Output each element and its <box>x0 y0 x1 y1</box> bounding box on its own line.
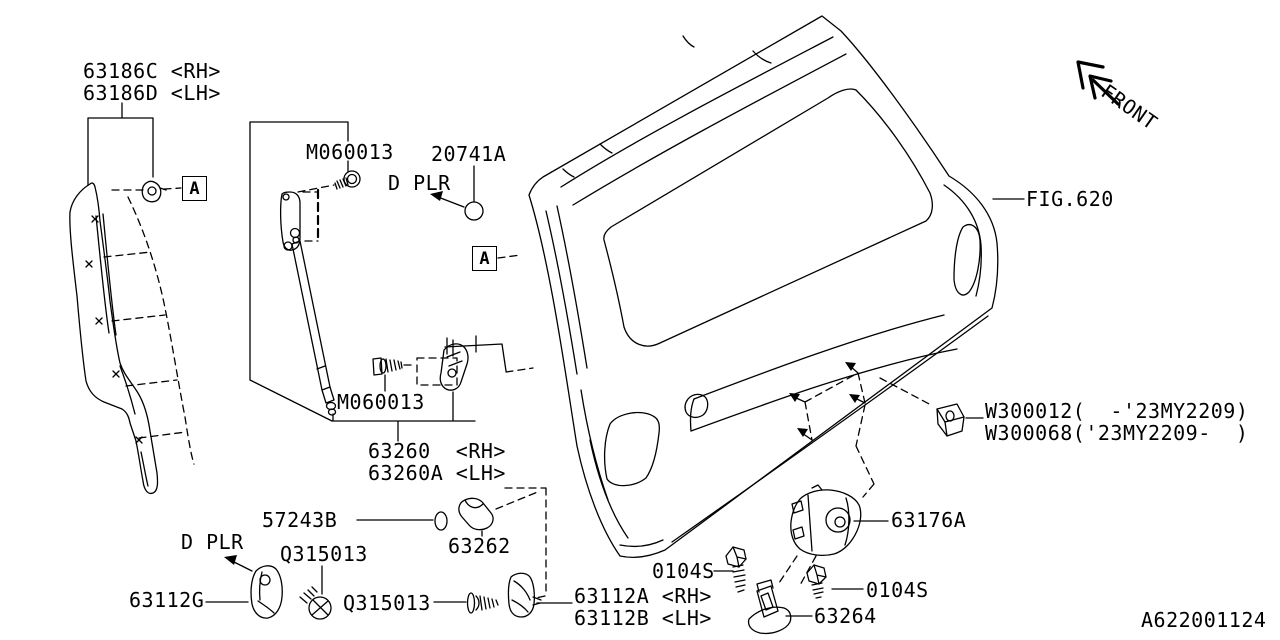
reference-dashed-lines <box>103 184 934 599</box>
bolt-m060013-lower <box>372 357 403 376</box>
bolt-0104s-left <box>725 546 747 593</box>
hole-plug-20741a <box>464 201 484 221</box>
bolt-0104s-right <box>806 564 827 599</box>
front-direction-arrow-icon <box>1076 60 1120 106</box>
latch-assembly-63176a <box>790 484 862 556</box>
keeper-63112ab <box>507 572 542 618</box>
gas-stay-63260 <box>279 191 337 416</box>
stay-bracket-clevis <box>439 343 469 391</box>
striker-63264 <box>747 579 792 635</box>
screw-q315013-right <box>466 592 499 614</box>
tailgate-outline <box>528 15 999 558</box>
keeper-63112g <box>250 565 283 619</box>
trim-panel-63186 <box>69 182 159 495</box>
screw-q315013-left <box>299 586 332 620</box>
arrowheads <box>224 191 860 565</box>
bolt-m060013-upper <box>334 170 361 190</box>
leader-lines <box>87 102 1025 617</box>
clip-grommet-upper-left <box>141 180 167 203</box>
grommet-57243b <box>434 511 448 531</box>
bumper-63262 <box>458 497 494 531</box>
clip-w300012 <box>936 403 965 437</box>
